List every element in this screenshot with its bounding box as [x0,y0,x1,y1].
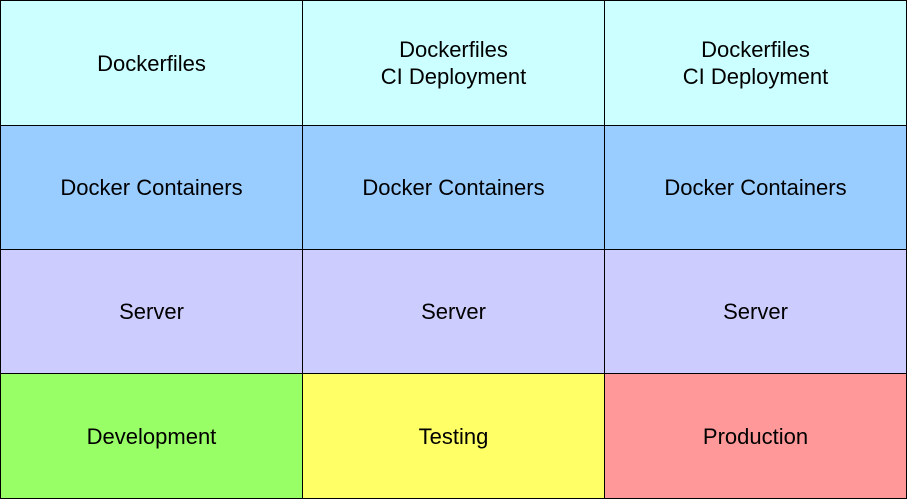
cell-text: Production [702,423,809,449]
dockerfiles-testing-cell: Dockerfiles CI Deployment [302,0,604,125]
cell-text: Server [421,299,486,324]
server-development-cell: Server [0,249,302,373]
environment-development-cell: Development [0,373,302,499]
cell-text: Dockerfiles [701,37,810,62]
environment-testing-cell: Testing [302,373,604,499]
environment-production-cell: Production [604,373,907,499]
cell-text: Dockerfiles [399,37,508,62]
containers-production-cell: Docker Containers [604,125,907,249]
cell-text: CI Deployment [682,64,829,89]
containers-testing-cell: Docker Containers [302,125,604,249]
cell-text: Dockerfiles [97,50,206,76]
cell-text: Docker Containers [60,175,243,200]
dockerfiles-production-cell: Dockerfiles CI Deployment [604,0,907,125]
cell-text: Docker Containers [362,175,545,200]
cell-text: Docker Containers [664,175,847,200]
server-testing-cell: Server [302,249,604,373]
cell-text: CI Deployment [380,64,527,89]
dockerfiles-development-cell: Dockerfiles [0,0,302,125]
cell-text: Development [86,423,217,449]
cell-text: Server [119,299,184,324]
cell-text: Testing [418,423,489,449]
containers-development-cell: Docker Containers [0,125,302,249]
cell-text: Server [723,299,788,324]
server-production-cell: Server [604,249,907,373]
